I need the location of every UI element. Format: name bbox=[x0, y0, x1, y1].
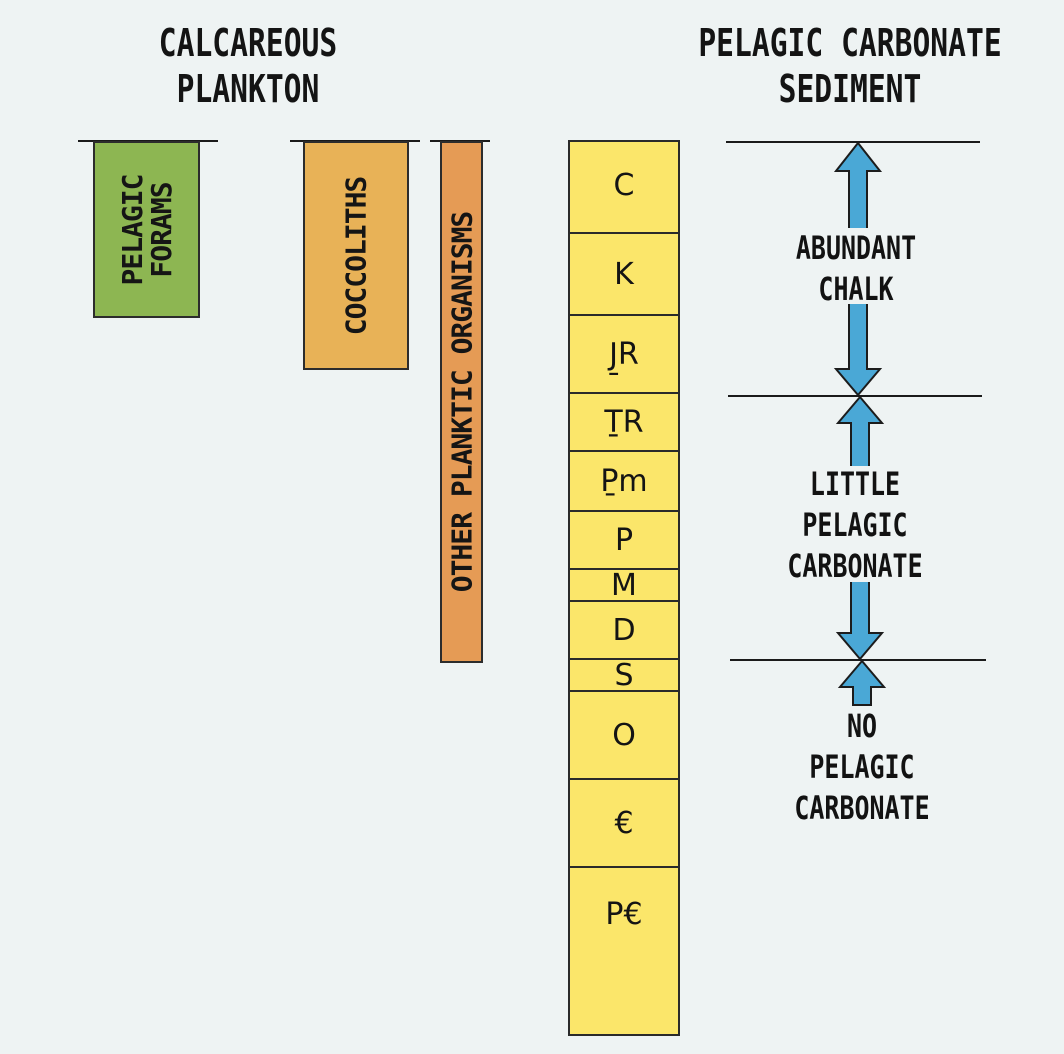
little-label-bg bbox=[780, 466, 932, 582]
abundant-line-1: ABUNDANT bbox=[795, 229, 917, 267]
period-cretaceous: K bbox=[568, 232, 680, 316]
no-pelagic-carbonate-arrow bbox=[837, 659, 887, 706]
abundant-line-2: CHALK bbox=[818, 270, 894, 308]
period-cambrian: € bbox=[568, 778, 680, 868]
period-jurassic: J̱R bbox=[568, 314, 680, 394]
period-devonian: D bbox=[568, 600, 680, 660]
title-line-1: CALCAREOUS bbox=[158, 21, 338, 65]
sediment-top-line bbox=[726, 141, 980, 143]
period-precambrian: P€ bbox=[568, 866, 680, 962]
little-line-2: PELAGIC bbox=[802, 506, 908, 544]
title-line-1: PELAGIC CARBONATE bbox=[698, 21, 1002, 65]
no-pelagic-carbonate-label: NO PELAGIC CARBONATE bbox=[768, 706, 955, 829]
period-permian: P̱m bbox=[568, 450, 680, 512]
period-cenozoic: C bbox=[613, 168, 635, 203]
abundant-chalk-label-bg bbox=[806, 228, 902, 304]
pelagic-forams-bar: PELAGIC FORAMS bbox=[93, 141, 200, 318]
sediment-boundary-lower bbox=[730, 659, 986, 661]
period-triassic: ṮR bbox=[568, 392, 680, 452]
coccoliths-bar: COCCOLITHS bbox=[303, 141, 409, 370]
none-line-3: CARBONATE bbox=[794, 789, 930, 827]
period-pennsylvanian: P bbox=[568, 510, 680, 570]
period-mississippian: M bbox=[568, 568, 680, 602]
period-ordovician: O bbox=[568, 690, 680, 780]
calcareous-plankton-title: CALCAREOUS PLANKTON bbox=[139, 20, 357, 112]
pelagic-carbonate-sediment-title: PELAGIC CARBONATE SEDIMENT bbox=[686, 20, 1014, 112]
abundant-chalk-label: ABUNDANT CHALK bbox=[778, 228, 934, 310]
other-planktic-organisms-bar: OTHER PLANKTIC ORGANISMS bbox=[440, 141, 483, 663]
sediment-boundary-upper bbox=[728, 395, 982, 397]
little-line-1: LITTLE bbox=[809, 465, 901, 503]
little-line-3: CARBONATE bbox=[787, 547, 923, 585]
title-line-2: SEDIMENT bbox=[778, 67, 922, 111]
period-silurian: S bbox=[568, 658, 680, 692]
little-pelagic-carbonate-label: LITTLE PELAGIC CARBONATE bbox=[761, 464, 948, 587]
title-line-2: PLANKTON bbox=[176, 67, 320, 111]
none-line-2: PELAGIC bbox=[809, 748, 915, 786]
none-line-1: NO bbox=[846, 707, 878, 745]
